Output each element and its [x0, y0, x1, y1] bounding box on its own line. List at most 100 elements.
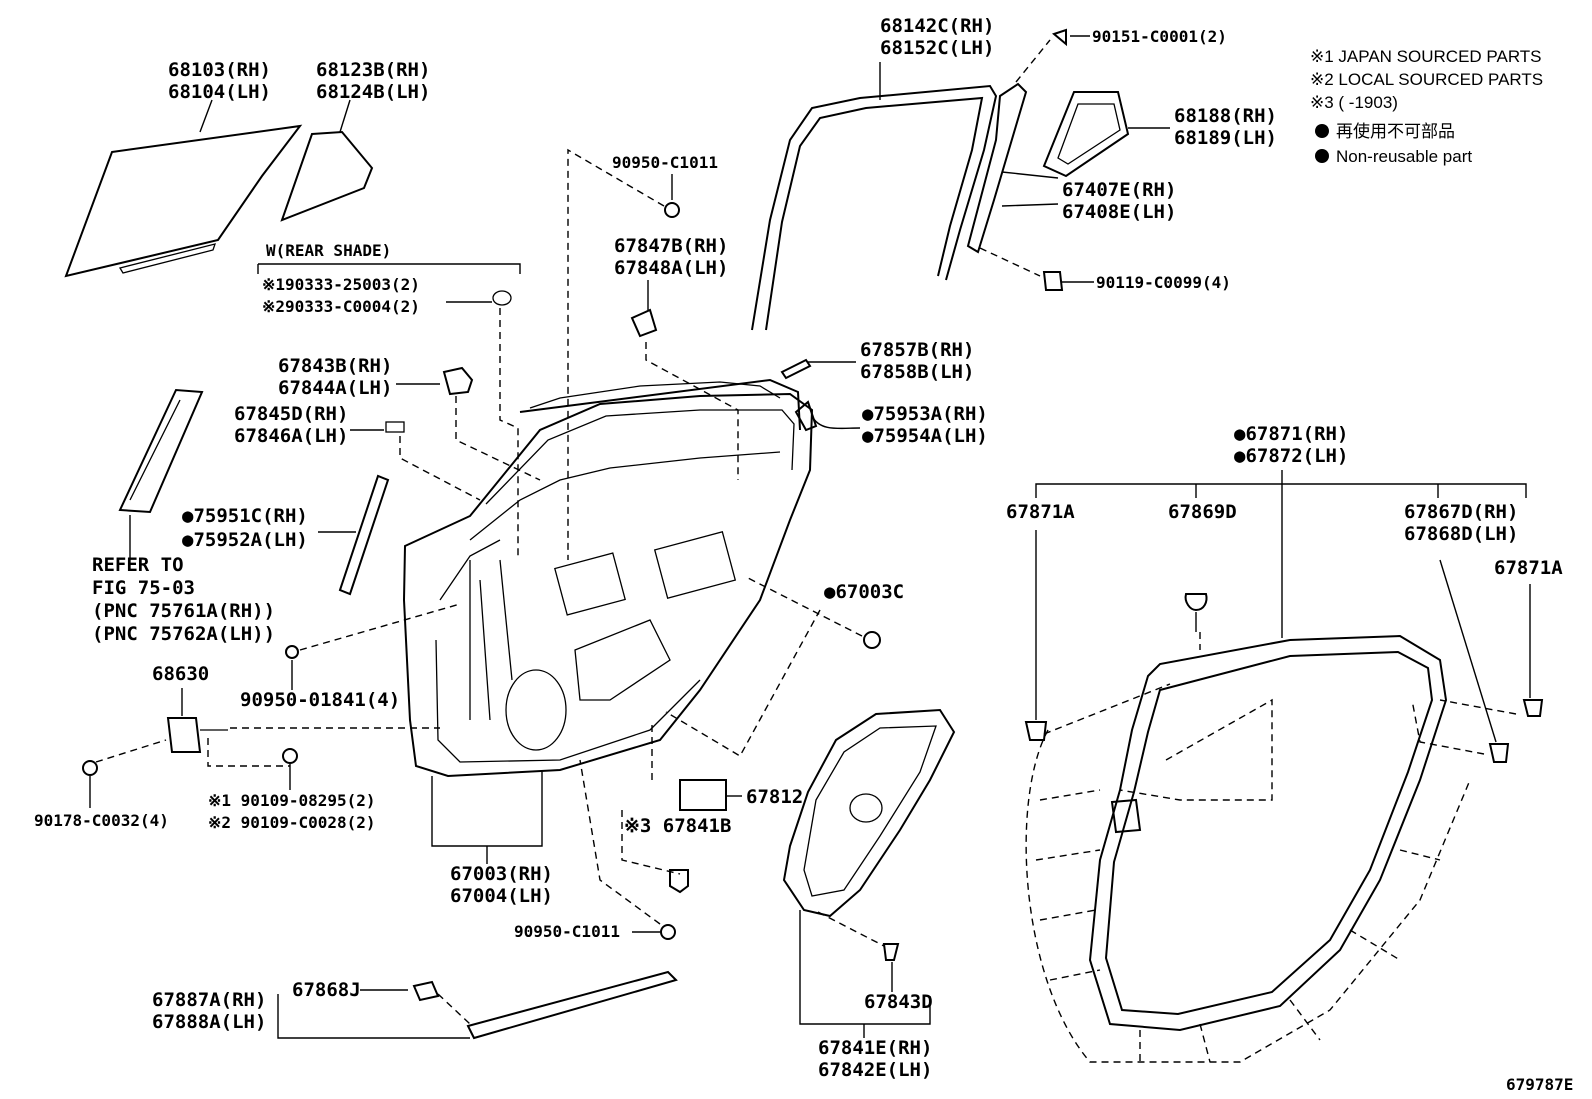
label-67841e-rh: 67841E(RH)	[818, 1037, 932, 1059]
label-67812: 67812	[746, 786, 803, 808]
label-67408e-lh: 67408E(LH)	[1062, 201, 1176, 223]
moulding-icon	[794, 400, 818, 432]
rear-door-glass	[64, 99, 374, 278]
label-67004-lh: 67004(LH)	[450, 885, 553, 907]
label-67857b-rh: 67857B(RH)	[860, 339, 974, 361]
label-67871-rh: ●67871(RH)	[1234, 423, 1348, 445]
non-reusable-bullet-icon	[1315, 124, 1329, 138]
figure-id: 679787E	[1506, 1075, 1573, 1094]
stopper-icon	[630, 308, 658, 338]
clip-icon	[669, 869, 689, 894]
label-67841b: ※3 67841B	[624, 815, 731, 837]
label-90109-08295: ※1 90109-08295(2)	[208, 791, 376, 810]
label-67867d-rh: 67867D(RH)	[1404, 501, 1518, 523]
label-67847b-rh: 67847B(RH)	[614, 235, 728, 257]
rear-door-panel	[402, 378, 814, 778]
label-90119-c0099: 90119-C0099(4)	[1096, 273, 1231, 292]
label-refer-fig: FIG 75-03	[92, 577, 195, 599]
nut-icon	[863, 631, 881, 649]
clip-icon	[1488, 743, 1510, 763]
label-67871a-left: 67871A	[1006, 501, 1075, 523]
nut-icon	[660, 924, 676, 940]
label-67868d-lh: 67868D(LH)	[1404, 523, 1518, 545]
label-67842e-lh: 67842E(LH)	[818, 1059, 932, 1081]
screw-icon	[1051, 28, 1067, 47]
label-90178-c0032: 90178-C0032(4)	[34, 811, 169, 830]
label-67843b-rh: 67843B(RH)	[278, 355, 392, 377]
label-67858b-lh: 67858B(LH)	[860, 361, 974, 383]
label-75954a-lh: ●75954A(LH)	[862, 425, 988, 447]
label-90950-c1011-top: 90950-C1011	[612, 153, 718, 172]
note-local-sourced: ※2 LOCAL SOURCED PARTS	[1310, 70, 1543, 89]
door-weatherstrip	[1088, 634, 1448, 1032]
label-67407e-rh: 67407E(RH)	[1062, 179, 1176, 201]
belt-moulding	[338, 474, 390, 596]
quarter-glass	[1042, 91, 1130, 178]
clip-icon	[1522, 699, 1544, 717]
seal-pad-icon	[679, 779, 727, 811]
label-67845d-rh: 67845D(RH)	[234, 403, 348, 425]
clip-icon	[385, 421, 405, 433]
note-non-reusable-jp: 再使用不可部品	[1336, 121, 1455, 141]
label-67888a-lh: 67888A(LH)	[152, 1011, 266, 1033]
legend-notes: ※1 JAPAN SOURCED PARTS ※2 LOCAL SOURCED …	[1310, 47, 1543, 166]
label-67872-lh: ●67872(LH)	[1234, 445, 1348, 467]
label-67003c: ●67003C	[824, 581, 904, 603]
lower-moulding	[466, 970, 678, 1040]
clip-icon	[1024, 721, 1048, 741]
label-67868j: 67868J	[292, 979, 361, 1001]
label-90333-c0004: ※290333-C0004(2)	[262, 297, 420, 316]
bolt-icon	[282, 748, 298, 764]
clip-icon	[882, 943, 900, 961]
rear-shade-group: W(REAR SHADE) ※190333-25003(2) ※290333-C…	[257, 241, 521, 560]
bracket-icon	[442, 366, 474, 396]
label-68142c-rh: 68142C(RH)	[880, 15, 994, 37]
label-67871a-right: 67871A	[1494, 557, 1563, 579]
label-refer-to: REFER TO	[92, 554, 184, 576]
label-67848a-lh: 67848A(LH)	[614, 257, 728, 279]
label-90109-c0028: ※2 90109-C0028(2)	[208, 813, 376, 832]
label-68630: 68630	[152, 663, 209, 685]
label-68103-rh: 68103(RH)	[168, 59, 271, 81]
service-hole-cover	[782, 708, 956, 918]
label-68124b-lh: 68124B(LH)	[316, 81, 430, 103]
label-90151-c0001: 90151-C0001(2)	[1092, 27, 1227, 46]
label-90950-01841: 90950-01841(4)	[240, 689, 400, 711]
label-68152c-lh: 68152C(LH)	[880, 37, 994, 59]
label-75953a-rh: ●75953A(RH)	[862, 403, 988, 425]
seal-icon	[780, 358, 812, 380]
label-67003-rh: 67003(RH)	[450, 863, 553, 885]
label-67843d: 67843D	[864, 991, 933, 1013]
label-67846a-lh: 67846A(LH)	[234, 425, 348, 447]
pillar-garnish	[118, 388, 204, 514]
label-rear-shade: W(REAR SHADE)	[266, 241, 391, 260]
note-non-reusable-en: Non-reusable part	[1336, 147, 1472, 166]
label-67887a-rh: 67887A(RH)	[152, 989, 266, 1011]
note-date-range: ※3 ( -1903)	[1310, 93, 1398, 112]
label-75951c-rh: ●75951C(RH)	[182, 505, 308, 527]
hinge-icon	[166, 717, 202, 753]
label-68189-lh: 68189(LH)	[1174, 127, 1277, 149]
label-90950-c1011-bot: 90950-C1011	[514, 922, 620, 941]
nut-icon	[664, 202, 680, 218]
note-japan-sourced: ※1 JAPAN SOURCED PARTS	[1310, 47, 1542, 66]
screw-icon	[1042, 271, 1064, 291]
label-67869d: 67869D	[1168, 501, 1237, 523]
label-refer-pnc-lh: (PNC 75762A(LH))	[92, 623, 275, 645]
label-68104-lh: 68104(LH)	[168, 81, 271, 103]
grommet-icon	[492, 290, 512, 306]
plug-icon	[285, 645, 299, 659]
label-90333-25003: ※190333-25003(2)	[262, 275, 420, 294]
division-bar	[966, 82, 1028, 254]
label-75952a-lh: ●75952A(LH)	[182, 529, 308, 551]
clip-icon	[412, 980, 440, 1002]
clip-icon	[1184, 593, 1208, 612]
label-67844a-lh: 67844A(LH)	[278, 377, 392, 399]
label-68123b-rh: 68123B(RH)	[316, 59, 430, 81]
label-68188-rh: 68188(RH)	[1174, 105, 1277, 127]
label-refer-pnc-rh: (PNC 75761A(RH))	[92, 600, 275, 622]
nut-icon	[82, 760, 98, 776]
glass-run-channel	[751, 62, 998, 331]
non-reusable-bullet-icon	[1315, 149, 1329, 163]
